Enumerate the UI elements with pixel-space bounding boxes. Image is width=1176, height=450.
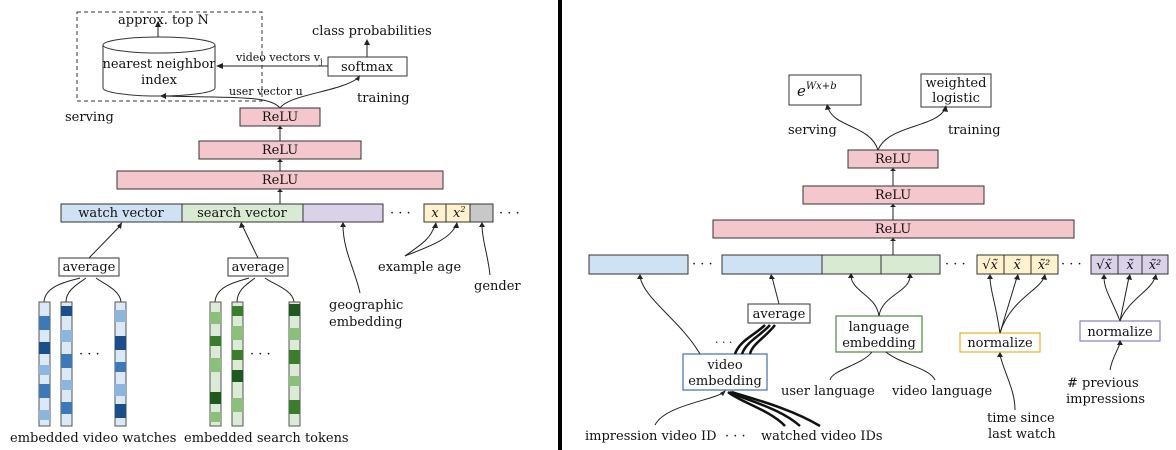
time-sqrt-label: √x̃: [982, 258, 998, 273]
geographic-label: geographic: [329, 298, 403, 313]
relu-label-middle: ReLU: [262, 143, 298, 158]
serving-region: [76, 11, 263, 102]
time-since-label: time since: [987, 411, 1055, 426]
watch-vector-label: watch vector: [78, 206, 164, 221]
training-label-right: training: [948, 123, 1001, 138]
impression-video-segment: [588, 254, 689, 275]
watch-embedding-column-3: [114, 301, 127, 427]
watched-average-label: average: [753, 307, 806, 322]
gender-label: gender: [474, 279, 521, 294]
impressions-label: impressions: [1066, 392, 1145, 407]
nearest-neighbor-index-cylinder: nearest neighbor index: [102, 36, 216, 97]
approx-top-n-label: approx. top N: [118, 13, 209, 28]
language-embedding-box: [835, 315, 923, 353]
video-embedding-box: [682, 353, 768, 391]
search-embedding-column-1: [209, 301, 222, 427]
serving-label-right: serving: [788, 123, 837, 138]
ellipsis-r1: · · ·: [692, 257, 713, 272]
watch-embedding-column-2: [60, 301, 73, 427]
last-watch-label: last watch: [988, 427, 1056, 442]
nearest-neighbor-label: nearest neighbor: [102, 57, 216, 72]
serving-label: serving: [65, 110, 114, 125]
index-label: index: [141, 73, 178, 88]
geographic-embedding-segment: [302, 203, 384, 223]
x-label: x: [431, 206, 439, 221]
logistic-label: logistic: [932, 91, 980, 106]
impressions-sqrt-label: √x̃: [1096, 258, 1112, 273]
ellipsis-r2: · · ·: [945, 257, 966, 272]
ellipsis-r3: · · ·: [1061, 257, 1082, 272]
ellipsis-watch: · · ·: [79, 347, 100, 362]
relu-label-bottom-right: ReLU: [875, 222, 911, 237]
previous-label: # previous: [1067, 376, 1139, 391]
video-embedding-label: embedding: [688, 374, 762, 389]
ranking-feature-vector: · · · · · · √x̃ x̃ x̃² · · · √x̃ x̃ x̃²: [588, 254, 1169, 275]
watch-average-box: [58, 257, 120, 277]
ellipsis-embedding: · · ·: [715, 336, 732, 349]
normalize-impressions-label: normalize: [1087, 325, 1153, 340]
relu-label-middle-right: ReLU: [875, 188, 911, 203]
relu-layer-bottom-right: [712, 219, 1075, 239]
ellipsis-search: · · ·: [250, 347, 271, 362]
video-language-segment: [880, 254, 941, 275]
ellipsis-2: · · ·: [499, 206, 520, 221]
search-average-box: [227, 257, 289, 277]
impressions-x2-segment: [1141, 254, 1169, 275]
impressions-x2-label: x̃²: [1149, 258, 1162, 273]
relu-label-top-right: ReLU: [875, 152, 911, 167]
language-embedding-label: embedding: [842, 336, 916, 351]
relu-label-top: ReLU: [262, 110, 298, 125]
watch-average-label: average: [63, 260, 116, 275]
input-feature-vector: watch vector search vector · · · x x2 · …: [60, 203, 520, 223]
time-x2-segment: [1030, 254, 1059, 275]
search-vector-label: search vector: [197, 206, 287, 221]
time-x2-label: x̃²: [1038, 258, 1051, 273]
embedded-search-tokens-label: embedded search tokens: [184, 431, 349, 446]
impressions-x-label: x̃: [1126, 258, 1134, 273]
gender-segment: [469, 203, 494, 223]
user-vector-label: user vector u: [229, 85, 303, 98]
class-probabilities-label: class probabilities: [312, 24, 432, 39]
ellipsis-1: · · ·: [390, 206, 411, 221]
user-language-label: user language: [781, 384, 875, 399]
watch-embedding-column-1: [38, 301, 51, 427]
embedding-label: embedding: [329, 315, 403, 330]
watched-video-segment: [721, 254, 823, 275]
search-embedding-column-2: [231, 301, 244, 427]
ranking-diagram: eWx+b weighted logistic serving training…: [585, 73, 1169, 444]
impression-video-id-label: impression video ID: [585, 429, 717, 444]
search-average-label: average: [232, 260, 285, 275]
exp-output-box: [788, 74, 862, 106]
embedded-video-watches-label: embedded video watches: [10, 431, 176, 446]
relu-label-bottom: ReLU: [262, 173, 298, 188]
weighted-label: weighted: [926, 76, 987, 91]
panel-divider: [558, 0, 562, 450]
video-vectors-label: video vectors vj: [235, 51, 322, 66]
x2-label: x2: [453, 205, 465, 221]
search-embedding-column-3: [288, 301, 301, 427]
candidate-generation-diagram: approx. top N nearest neighbor index cla…: [10, 11, 521, 446]
language-label: language: [849, 320, 910, 335]
training-label: training: [357, 91, 410, 106]
weighted-logistic-box: [920, 73, 992, 108]
video-language-label: video language: [891, 384, 993, 399]
video-label: video: [706, 358, 743, 373]
time-x-label: x̃: [1013, 258, 1021, 273]
user-language-segment: [821, 254, 882, 275]
exp-output-label: eWx+b: [797, 81, 837, 100]
softmax-label: softmax: [341, 60, 394, 75]
ellipsis-ids: · · ·: [725, 429, 746, 444]
watched-video-ids-label: watched video IDs: [761, 429, 883, 444]
example-age-label: example age: [378, 260, 461, 275]
relu-layer-middle-right: [802, 185, 985, 205]
normalize-time-label: normalize: [967, 336, 1033, 351]
